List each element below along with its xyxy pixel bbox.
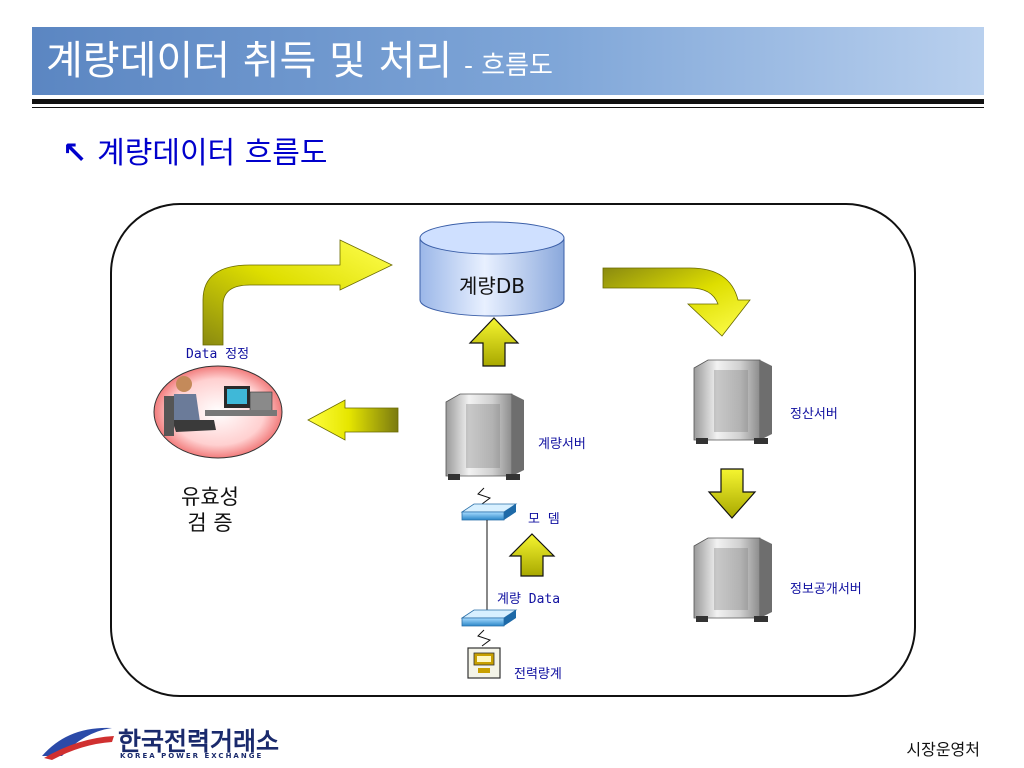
correction-label: Data 정정 <box>186 347 250 362</box>
database-label: 계량DB <box>459 274 525 298</box>
validation-label-line2: 검 증 <box>187 511 233 535</box>
bullet-arrow-icon: ↖ <box>62 136 88 171</box>
database-icon <box>419 221 565 317</box>
flow-arrow-icon <box>707 468 757 519</box>
title-divider-thick <box>32 99 984 104</box>
server-icon <box>693 537 772 622</box>
server-icon <box>693 359 772 444</box>
flow-arrow-icon <box>468 317 520 367</box>
operator-icon <box>153 365 283 459</box>
logo-english: KOREA POWER EXCHANGE <box>120 752 264 760</box>
title-text: 계량데이터 취득 및 처리 <box>46 38 453 84</box>
modem-icon <box>460 503 518 521</box>
title-divider-thin <box>32 107 984 108</box>
power-meter-label: 전력량계 <box>514 667 562 682</box>
server-icon <box>445 393 524 480</box>
metering-data-label: 계량 Data <box>497 592 561 607</box>
info-server-label: 정보공개서버 <box>790 582 862 597</box>
title-suffix: - 흐름도 <box>464 51 553 81</box>
page-title: 계량데이터 취득 및 처리 - 흐름도 <box>46 37 553 90</box>
section-heading-text: 계량데이터 흐름도 <box>97 136 328 171</box>
title-bar: 계량데이터 취득 및 처리 - 흐름도 <box>32 27 984 95</box>
modem-label: 모 뎀 <box>528 512 560 527</box>
department-label: 시장운영처 <box>906 740 980 759</box>
flow-arrow-icon <box>202 239 393 346</box>
flow-arrow-icon <box>508 533 556 577</box>
logo-name: 한국전력거래소 <box>118 727 280 756</box>
flow-arrow-icon <box>602 267 751 337</box>
metering-server-label: 계량서버 <box>538 437 586 452</box>
link-zigzag <box>477 629 492 647</box>
link-zigzag <box>477 487 492 505</box>
diagram-frame <box>110 203 916 697</box>
flow-arrow-icon <box>307 399 399 441</box>
kpx-logo-icon <box>42 727 114 760</box>
validation-label: 유효성 검 증 <box>160 484 260 536</box>
power-meter-icon <box>467 647 501 679</box>
modem-icon <box>460 609 518 627</box>
validation-label-line1: 유효성 <box>181 485 239 509</box>
settlement-server-label: 정산서버 <box>790 407 838 422</box>
section-heading: ↖ 계량데이터 흐름도 <box>62 128 327 172</box>
